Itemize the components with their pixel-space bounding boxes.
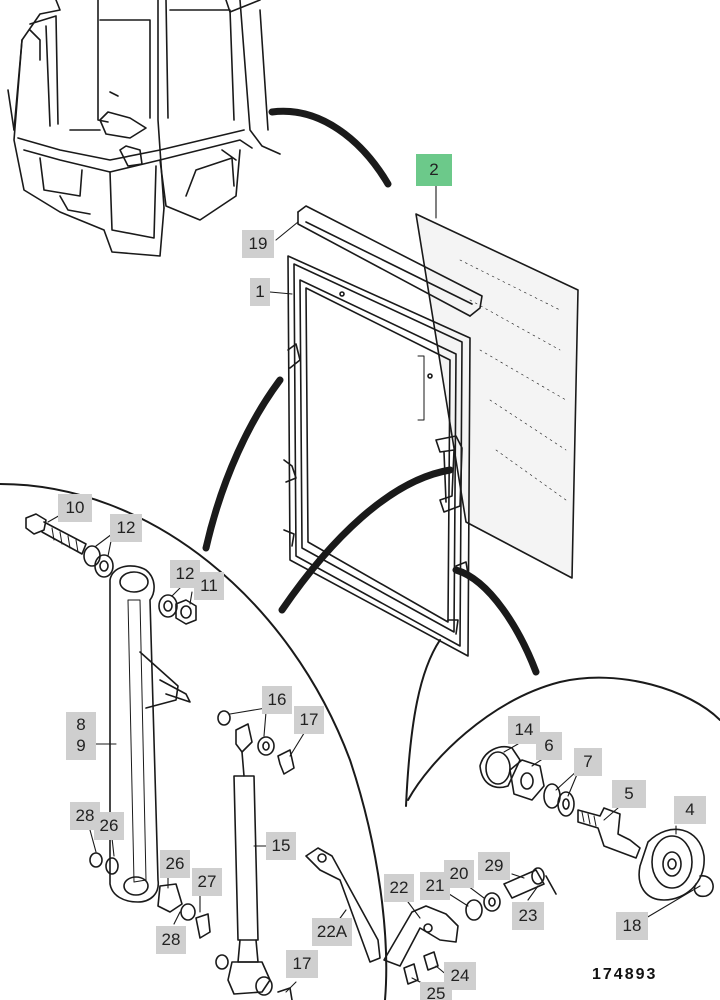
callout-26-bushing-2[interactable]: 26 [160,850,190,878]
callout-9-arm[interactable]: 9 [66,732,96,760]
callout-6-nut[interactable]: 6 [536,732,562,760]
callout-10-bolt[interactable]: 10 [58,494,92,522]
bracket-22a [305,847,381,963]
callout-18-circlip[interactable]: 18 [616,912,648,940]
callout-7-washer[interactable]: 7 [574,748,602,776]
leader-lines [47,185,701,993]
callout-28-washer-2[interactable]: 28 [156,926,186,954]
callout-16-washer[interactable]: 16 [262,686,292,714]
bolt [25,513,87,555]
callout-17-clip[interactable]: 17 [294,706,324,734]
callout-11-nut[interactable]: 11 [194,572,224,600]
callout-2-glass[interactable]: 2 [416,154,452,186]
callout-1-frame[interactable]: 1 [250,278,270,306]
callout-20-washer[interactable]: 20 [444,860,474,888]
gas-strut [227,723,271,995]
support-arm [109,565,191,903]
callout-23-split-pin[interactable]: 23 [512,902,544,930]
glass-panel [415,213,579,579]
latch-bracket [383,905,459,967]
window-frame [283,255,471,657]
callout-26-bushing[interactable]: 26 [94,812,124,840]
callout-14-bushing[interactable]: 14 [508,716,540,744]
drawing-reference-number: 174893 [592,966,658,983]
cab-frame [7,0,281,257]
callout-25-bushing[interactable]: 25 [420,982,452,1000]
callout-12-washer[interactable]: 12 [110,514,142,542]
callout-22a-bracket[interactable]: 22A [312,918,352,946]
callout-15-gas-strut[interactable]: 15 [266,832,296,860]
callout-27-clip[interactable]: 27 [192,868,222,896]
callout-29-pin[interactable]: 29 [478,852,510,880]
callout-5-pin[interactable]: 5 [612,780,646,808]
callout-22-bracket[interactable]: 22 [384,874,414,902]
pin [577,807,641,859]
callout-4-roller[interactable]: 4 [674,796,706,824]
callout-19-seal-strip[interactable]: 19 [242,230,274,258]
seal-strip [297,205,483,317]
callout-17-clip-2[interactable]: 17 [286,950,318,978]
callout-24-nut[interactable]: 24 [444,962,476,990]
